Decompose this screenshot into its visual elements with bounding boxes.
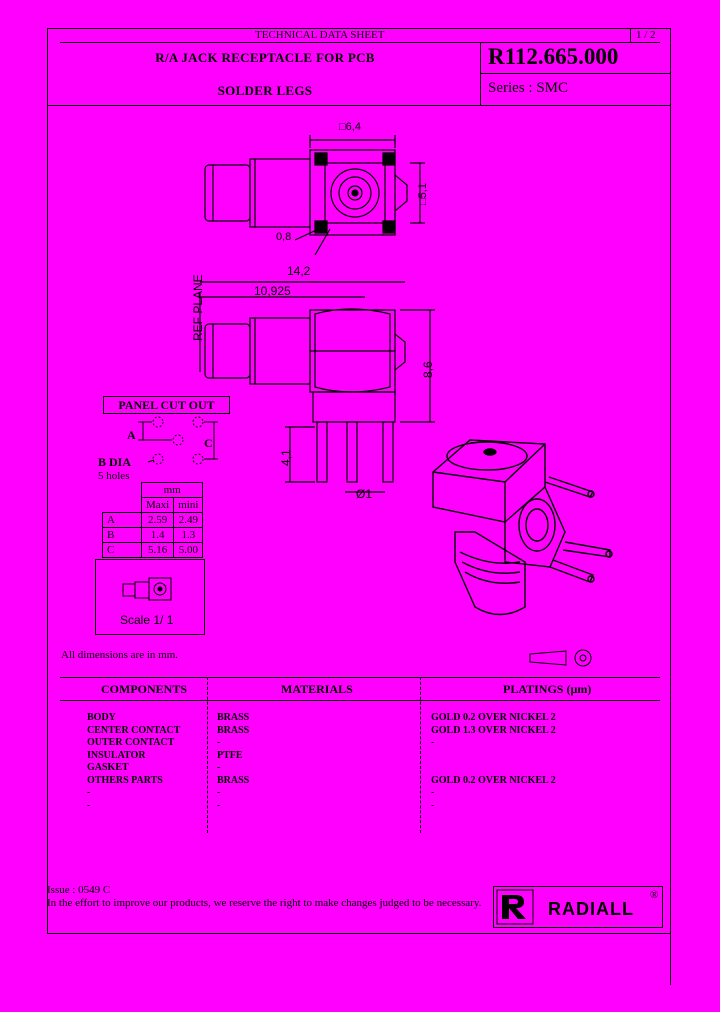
- materials-column: BRASS BRASS - PTFE - BRASS - -: [217, 712, 249, 812]
- page-divider: [630, 28, 631, 42]
- components-column: BODY CENTER CONTACT OUTER CONTACT INSULA…: [87, 712, 180, 812]
- dim-14-2: 14,2: [287, 264, 311, 278]
- header-rule-top: [60, 42, 660, 43]
- isometric-view-drawing: [432, 439, 613, 616]
- page-number: 1 / 2: [636, 29, 656, 41]
- list-item: OTHERS PARTS: [87, 774, 163, 786]
- list-item: -: [217, 787, 221, 798]
- improvement-notice: In the effort to improve our products, w…: [47, 897, 482, 909]
- list-item: -: [431, 787, 435, 798]
- dim-8-6: 8,6: [421, 361, 435, 378]
- row-max: 2.59: [140, 512, 175, 528]
- row-min: 1.3: [173, 527, 204, 543]
- sheet-type: TECHNICAL DATA SHEET: [255, 29, 385, 41]
- dim-dia-1: Ø1: [356, 487, 373, 501]
- list-item: -: [217, 762, 221, 773]
- panel-cutout-drawing: [138, 416, 218, 465]
- dim-10-925: 10,925: [254, 284, 291, 298]
- list-item: INSULATOR: [87, 749, 146, 761]
- cutout-label-c: C: [204, 436, 213, 450]
- list-item: BODY: [87, 712, 116, 723]
- row-name: A: [102, 512, 142, 528]
- dim-square-6-4: □6,4: [339, 121, 361, 133]
- top-view-drawing: [204, 135, 425, 255]
- components-rule-bottom: [60, 700, 660, 701]
- cutout-holes: 5 holes: [98, 470, 130, 482]
- row-min: 5.00: [173, 542, 204, 558]
- radiall-wordmark: RADIALL: [548, 899, 634, 919]
- components-divider-1: [207, 677, 208, 833]
- table-row: B 1.4 1.3: [102, 527, 204, 543]
- row-max: 1.4: [140, 527, 175, 543]
- list-item: -: [217, 737, 221, 748]
- dim-square-5-1: □5,1: [417, 183, 429, 205]
- list-item: GASKET: [87, 762, 129, 773]
- row-min: 2.49: [173, 512, 204, 528]
- list-item: BRASS: [217, 724, 250, 736]
- dim-4-1: 4,1: [279, 449, 293, 466]
- cutout-label-b-dia: B DIA: [98, 455, 132, 469]
- unit-header: mm: [140, 482, 204, 498]
- list-item: -: [431, 737, 435, 748]
- cutout-dimension-table: mm Maxi mini A 2.59 2.49 B 1.4 1.3 C 5.1…: [102, 482, 204, 558]
- list-item: BRASS: [217, 712, 250, 723]
- pin-icon: [529, 649, 592, 667]
- side-view-drawing: [199, 281, 435, 493]
- list-item: GOLD 0.2 OVER NICKEL 2: [431, 712, 556, 723]
- list-item: OUTER CONTACT: [87, 737, 175, 748]
- title-line-1: R/A JACK RECEPTACLE FOR PCB: [155, 50, 375, 65]
- list-item: CENTER CONTACT: [87, 724, 181, 736]
- table-row: C 5.16 5.00: [102, 542, 204, 558]
- dim-0-8: 0,8: [276, 231, 292, 243]
- list-item: PTFE: [217, 749, 243, 761]
- col-min-header: mini: [173, 497, 204, 513]
- row-max: 5.16: [140, 542, 175, 558]
- radiall-logo: [493, 886, 663, 928]
- header-rule-bottom: [47, 105, 670, 106]
- all-dimensions-note: All dimensions are in mm.: [61, 649, 179, 661]
- platings-header: PLATINGS (µm): [503, 682, 592, 696]
- components-rule-top: [60, 677, 660, 678]
- materials-header: MATERIALS: [281, 682, 353, 696]
- issue-label: Issue : 0549 C: [47, 884, 111, 896]
- list-item: [431, 762, 556, 775]
- sheet-shadow-edge: [664, 30, 671, 985]
- row-name: B: [102, 527, 142, 543]
- list-item: BRASS: [217, 774, 250, 786]
- table-row: A 2.59 2.49: [102, 512, 204, 528]
- panel-cutout-title: PANEL CUT OUT: [103, 396, 230, 414]
- list-item: -: [217, 799, 221, 811]
- cutout-label-a: A: [127, 428, 136, 442]
- part-number: R112.665.000: [488, 44, 619, 69]
- components-header: COMPONENTS: [101, 682, 188, 696]
- list-item: [431, 750, 556, 763]
- scale-label: Scale 1/ 1: [120, 613, 174, 627]
- row-name: C: [102, 542, 142, 558]
- list-item: GOLD 0.2 OVER NICKEL 2: [431, 774, 556, 786]
- col-max-header: Maxi: [140, 497, 175, 513]
- title-line-2: SOLDER LEGS: [217, 83, 313, 98]
- components-divider-2: [420, 677, 421, 833]
- platings-column: GOLD 0.2 OVER NICKEL 2 GOLD 1.3 OVER NIC…: [431, 712, 556, 812]
- scale-connector-icon: [122, 577, 172, 601]
- series-label: Series : SMC: [488, 80, 569, 96]
- list-item: -: [431, 799, 435, 811]
- footer-notes: Issue : 0549 C In the effort to improve …: [47, 884, 487, 910]
- radiall-emblem-icon: [496, 889, 534, 925]
- list-item: -: [87, 799, 91, 811]
- list-item: -: [87, 787, 91, 798]
- scale-box: Scale 1/ 1: [95, 559, 205, 635]
- registered-mark: ®: [650, 889, 659, 901]
- header-rule-mid: [480, 73, 670, 74]
- ref-plane-label: REF PLANE: [191, 274, 205, 341]
- list-item: GOLD 1.3 OVER NICKEL 2: [431, 724, 556, 736]
